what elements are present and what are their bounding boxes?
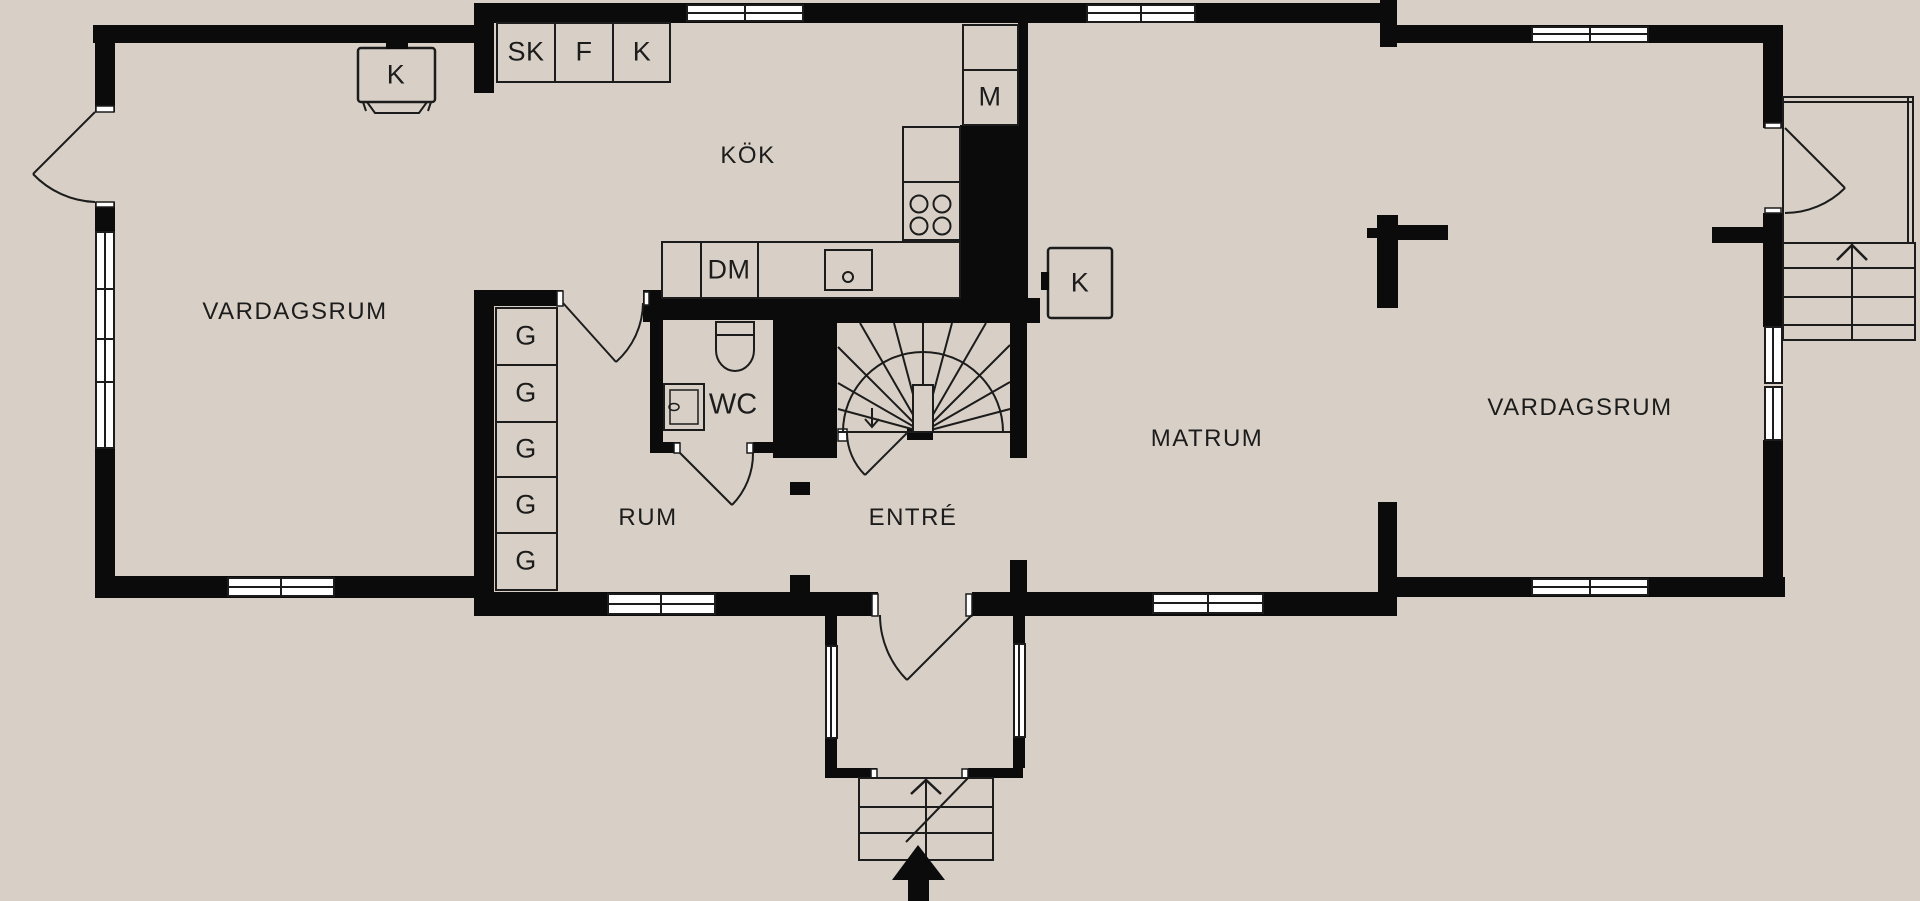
dishwasher-label: DM [707, 254, 751, 285]
right-stairs-up-arrow [1836, 243, 1868, 261]
wardrobe-column [495, 307, 558, 591]
fridge-label: K [1070, 267, 1090, 298]
front-door [879, 614, 973, 681]
window-porch-right [1013, 643, 1026, 738]
cabinet-label-sk: SK [507, 36, 545, 67]
kitchen-counter [661, 241, 961, 299]
window-left-wall [95, 231, 115, 449]
micro-label: M [978, 81, 1002, 112]
room-label-wc: WC [708, 388, 758, 421]
door-jambs [95, 105, 1782, 779]
room-label-vardagsrum-left: VARDAGSRUM [202, 298, 388, 325]
wardrobe-label-2: G [515, 377, 537, 408]
walls [93, 0, 1785, 778]
wardrobe-label-4: G [515, 489, 537, 520]
kitchen-sink [824, 249, 873, 291]
wardrobe-label-3: G [515, 433, 537, 464]
room-label-vardagsrum-right: VARDAGSRUM [1487, 394, 1673, 421]
windows [95, 4, 1783, 779]
window-matrum-bottom [1152, 593, 1264, 614]
stairs-down-arrow [864, 408, 880, 429]
terrace-door-left [32, 111, 96, 203]
room-label-entre: ENTRÉ [868, 504, 958, 531]
micro-cabinet [962, 24, 1019, 126]
room-label-rum: RUM [618, 504, 678, 531]
porch-steps [858, 777, 994, 861]
window-right-wall-upper [1764, 326, 1783, 384]
right-deck [1782, 96, 1914, 244]
door-swings [32, 111, 1846, 681]
terrace-door-right [1784, 127, 1846, 214]
room-label-kok: KÖK [720, 142, 776, 169]
window-vardagsrum-right-bottom [1531, 578, 1649, 596]
entrance-arrow [892, 845, 945, 901]
room-label-matrum: MATRUM [1150, 425, 1264, 452]
window-kitchen-top [686, 4, 804, 22]
wc-door [679, 452, 755, 506]
rum-door [562, 302, 644, 363]
wardrobe-label-5: G [515, 545, 537, 576]
porch-up-arrow [910, 778, 942, 795]
toilet [715, 321, 755, 372]
window-matrum-top [1086, 4, 1196, 23]
window-porch-left [825, 645, 838, 739]
window-vardagsrum-left-bottom [227, 577, 335, 597]
stove [902, 126, 961, 241]
fireplace-label: K [386, 59, 406, 90]
wardrobe-label-1: G [515, 320, 537, 351]
right-outdoor-stairs [1782, 242, 1916, 341]
cabinet-label-k: K [632, 36, 652, 67]
interior-staircase [837, 322, 1011, 433]
stair-closet-door [846, 432, 908, 476]
wc-sink [663, 383, 705, 431]
fireplace-unit [356, 43, 437, 114]
cabinet-label-f: F [575, 36, 593, 67]
fridge-unit [1041, 246, 1114, 320]
window-vardagsrum-right-top [1531, 26, 1649, 43]
cabinet-row [496, 22, 671, 83]
window-right-wall-lower [1764, 386, 1783, 441]
window-rum-bottom [607, 593, 716, 615]
